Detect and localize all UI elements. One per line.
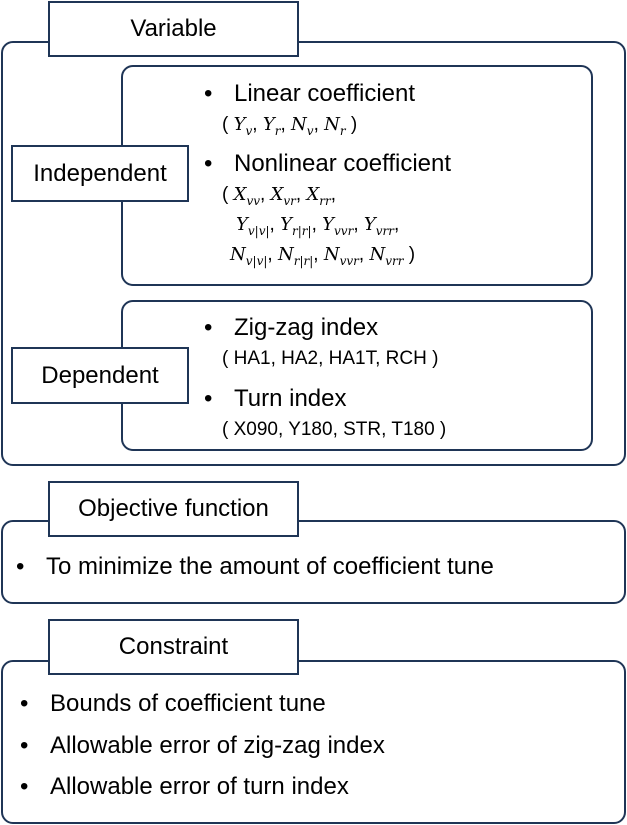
- close-paren: ): [345, 114, 358, 135]
- nonlinear-row-math: Yv|v|, Yr|r|, Yvvr, Yvrr,: [236, 214, 400, 238]
- bullet-icon: •: [204, 385, 213, 412]
- coefficient-symbol: Yv|v|: [236, 214, 270, 238]
- constraint-item-text: Allowable error of zig-zag index: [50, 732, 385, 759]
- turn-index-title: Turn index: [234, 385, 347, 412]
- coefficient-symbol: Nv: [291, 114, 314, 138]
- nonlinear-row-math: Xvv, Xvr, Xrr,: [233, 184, 337, 208]
- objective-item: • To minimize the amount of coefficient t…: [16, 553, 494, 581]
- bullet-icon: •: [20, 732, 29, 759]
- coefficient-symbol: Xrr: [306, 184, 331, 208]
- coefficient-symbol: Nr: [324, 114, 346, 138]
- constraint-title: Constraint: [48, 619, 299, 675]
- constraint-item: • Allowable error of zig-zag index: [20, 732, 385, 760]
- turn-index-item: • Turn index: [204, 385, 347, 413]
- linear-terms: ( Yv, Yr, Nv, Nr ): [222, 114, 357, 138]
- independent-panel: [121, 65, 593, 286]
- constraint-item-text: Allowable error of turn index: [50, 773, 349, 800]
- close-paren: ): [403, 244, 416, 265]
- coefficient-symbol: Yv: [233, 114, 253, 138]
- constraint-item: • Bounds of coefficient tune: [20, 690, 326, 718]
- objective-title: Objective function: [48, 481, 299, 537]
- bullet-icon: •: [16, 553, 25, 580]
- independent-label: Independent: [11, 145, 189, 202]
- zigzag-index-item: • Zig-zag index: [204, 314, 378, 342]
- open-paren: (: [222, 114, 234, 135]
- bullet-icon: •: [204, 314, 213, 341]
- dependent-label: Dependent: [11, 347, 189, 404]
- bullet-icon: •: [204, 80, 213, 107]
- coefficient-symbol: Yvvr: [322, 214, 354, 238]
- open-paren: (: [222, 184, 234, 205]
- zigzag-index-values: ( HA1, HA2, HA1T, RCH ): [222, 348, 439, 369]
- constraint-panel: [1, 660, 626, 824]
- coefficient-symbol: Nvrr: [369, 244, 404, 268]
- zigzag-index-title: Zig-zag index: [234, 314, 379, 341]
- bullet-icon: •: [20, 690, 29, 717]
- bullet-icon: •: [20, 773, 29, 800]
- linear-coefficient-item: • Linear coefficient: [204, 80, 415, 108]
- nonlinear-terms-row-3: Nv|v|, Nr|r|, Nvvr, Nvrr ): [230, 244, 415, 268]
- nonlinear-coefficient-item: • Nonlinear coefficient: [204, 150, 451, 178]
- nonlinear-terms-row-2: Yv|v|, Yr|r|, Yvvr, Yvrr,: [236, 214, 399, 238]
- constraint-item-text: Bounds of coefficient tune: [50, 690, 326, 717]
- coefficient-symbol: Yvrr: [363, 214, 395, 238]
- coefficient-symbol: Xvr: [270, 184, 296, 208]
- variable-title: Variable: [48, 1, 299, 57]
- coefficient-symbol: Nv|v|: [230, 244, 268, 268]
- coefficient-symbol: Nvvr: [323, 244, 359, 268]
- linear-terms-math: Yv, Yr, Nv, Nr: [233, 114, 346, 138]
- coefficient-symbol: Yr: [262, 114, 281, 138]
- bullet-icon: •: [204, 150, 213, 177]
- nonlinear-coefficient-title: Nonlinear coefficient: [234, 150, 452, 177]
- objective-item-text: To minimize the amount of coefficient tu…: [46, 553, 494, 580]
- nonlinear-row-math: Nv|v|, Nr|r|, Nvvr, Nvrr: [230, 244, 404, 268]
- turn-index-values: ( X090, Y180, STR, T180 ): [222, 419, 447, 440]
- nonlinear-terms-row-1: ( Xvv, Xvr, Xrr,: [222, 184, 336, 208]
- coefficient-symbol: Yr|r|: [280, 214, 312, 238]
- dependent-panel: [121, 300, 593, 451]
- coefficient-symbol: Nr|r|: [277, 244, 314, 268]
- constraint-item: • Allowable error of turn index: [20, 773, 349, 801]
- coefficient-symbol: Xvv: [233, 184, 260, 208]
- linear-coefficient-title: Linear coefficient: [234, 80, 416, 107]
